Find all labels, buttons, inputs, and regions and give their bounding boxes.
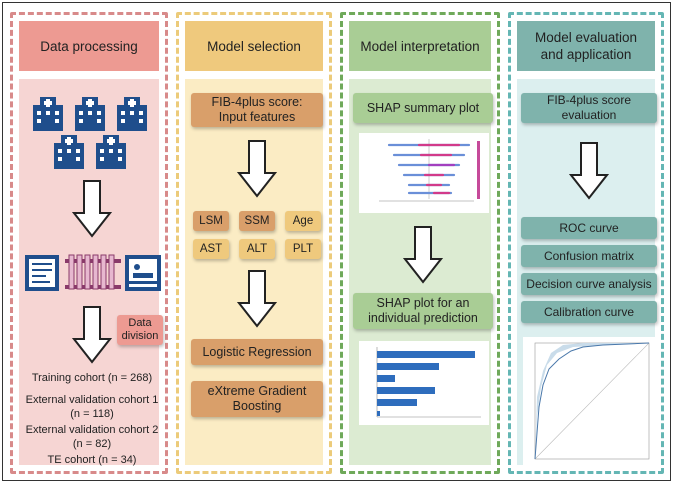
panel-title: Data processing [19,21,159,71]
shap-summary-plot-thumbnail [359,133,489,213]
panel-title: Model interpretation [349,21,491,71]
cohort-external-1: External validation cohort 1 (n = 118) [25,394,159,420]
panel-body: FIB-4plus score: Input features LSM SSM … [185,79,323,465]
down-arrow-icon [72,180,112,238]
logistic-regression-box: Logistic Regression [191,339,323,365]
shap-bar-plot-thumbnail [359,341,489,425]
cohort-te: TE cohort (n = 34) [47,454,137,466]
medical-records-icons [25,254,161,291]
panel-data-processing: Data processing Data division Trainin [10,12,168,474]
data-division-box: Data division [117,315,163,345]
panel-model-interpretation: Model interpretation SHAP summary plot S… [340,12,500,474]
panel-model-evaluation: Model evaluation and application FIB-4pl… [508,12,664,474]
cohort-training: Training cohort (n = 268) [31,372,153,384]
feature-lsm: LSM [193,211,229,231]
metric-roc: ROC curve [521,217,657,239]
panel-body: FIB-4plus score evaluation ROC curve Con… [517,79,657,469]
feature-ast: AST [193,239,229,259]
feature-alt: ALT [239,239,275,259]
panel-title: Model evaluation and application [517,21,655,71]
down-arrow-icon [237,270,277,328]
cohort-external-2: External validation cohort 2 (n = 82) [25,424,159,450]
test-tubes-icon [65,254,121,290]
score-evaluation-box: FIB-4plus score evaluation [521,93,657,123]
feature-ssm: SSM [239,211,275,231]
roc-curve-thumbnail [523,337,655,469]
feature-plt: PLT [285,239,321,259]
ultrasound-icon [125,255,161,291]
down-arrow-icon [569,142,609,200]
panel-body: Data division Training cohort (n = 268) … [19,79,163,466]
shap-individual-box: SHAP plot for an individual prediction [353,293,493,329]
metric-decision-curve: Decision curve analysis [521,273,657,295]
down-arrow-icon [72,306,112,364]
report-icon [25,255,59,291]
xgboost-box: eXtreme Gradient Boosting [191,381,323,417]
input-features-box: FIB-4plus score: Input features [191,93,323,127]
panel-model-selection: Model selection FIB-4plus score: Input f… [176,12,332,474]
metric-confusion: Confusion matrix [521,245,657,267]
panel-body: SHAP summary plot SHAP plot for an indiv… [349,79,493,465]
hospitals-icon [33,97,147,169]
shap-summary-box: SHAP summary plot [353,93,493,123]
metric-calibration: Calibration curve [521,301,657,323]
figure-frame [2,2,671,481]
down-arrow-icon [237,140,277,198]
panel-title: Model selection [185,21,323,71]
feature-age: Age [285,211,321,231]
down-arrow-icon [403,226,443,284]
